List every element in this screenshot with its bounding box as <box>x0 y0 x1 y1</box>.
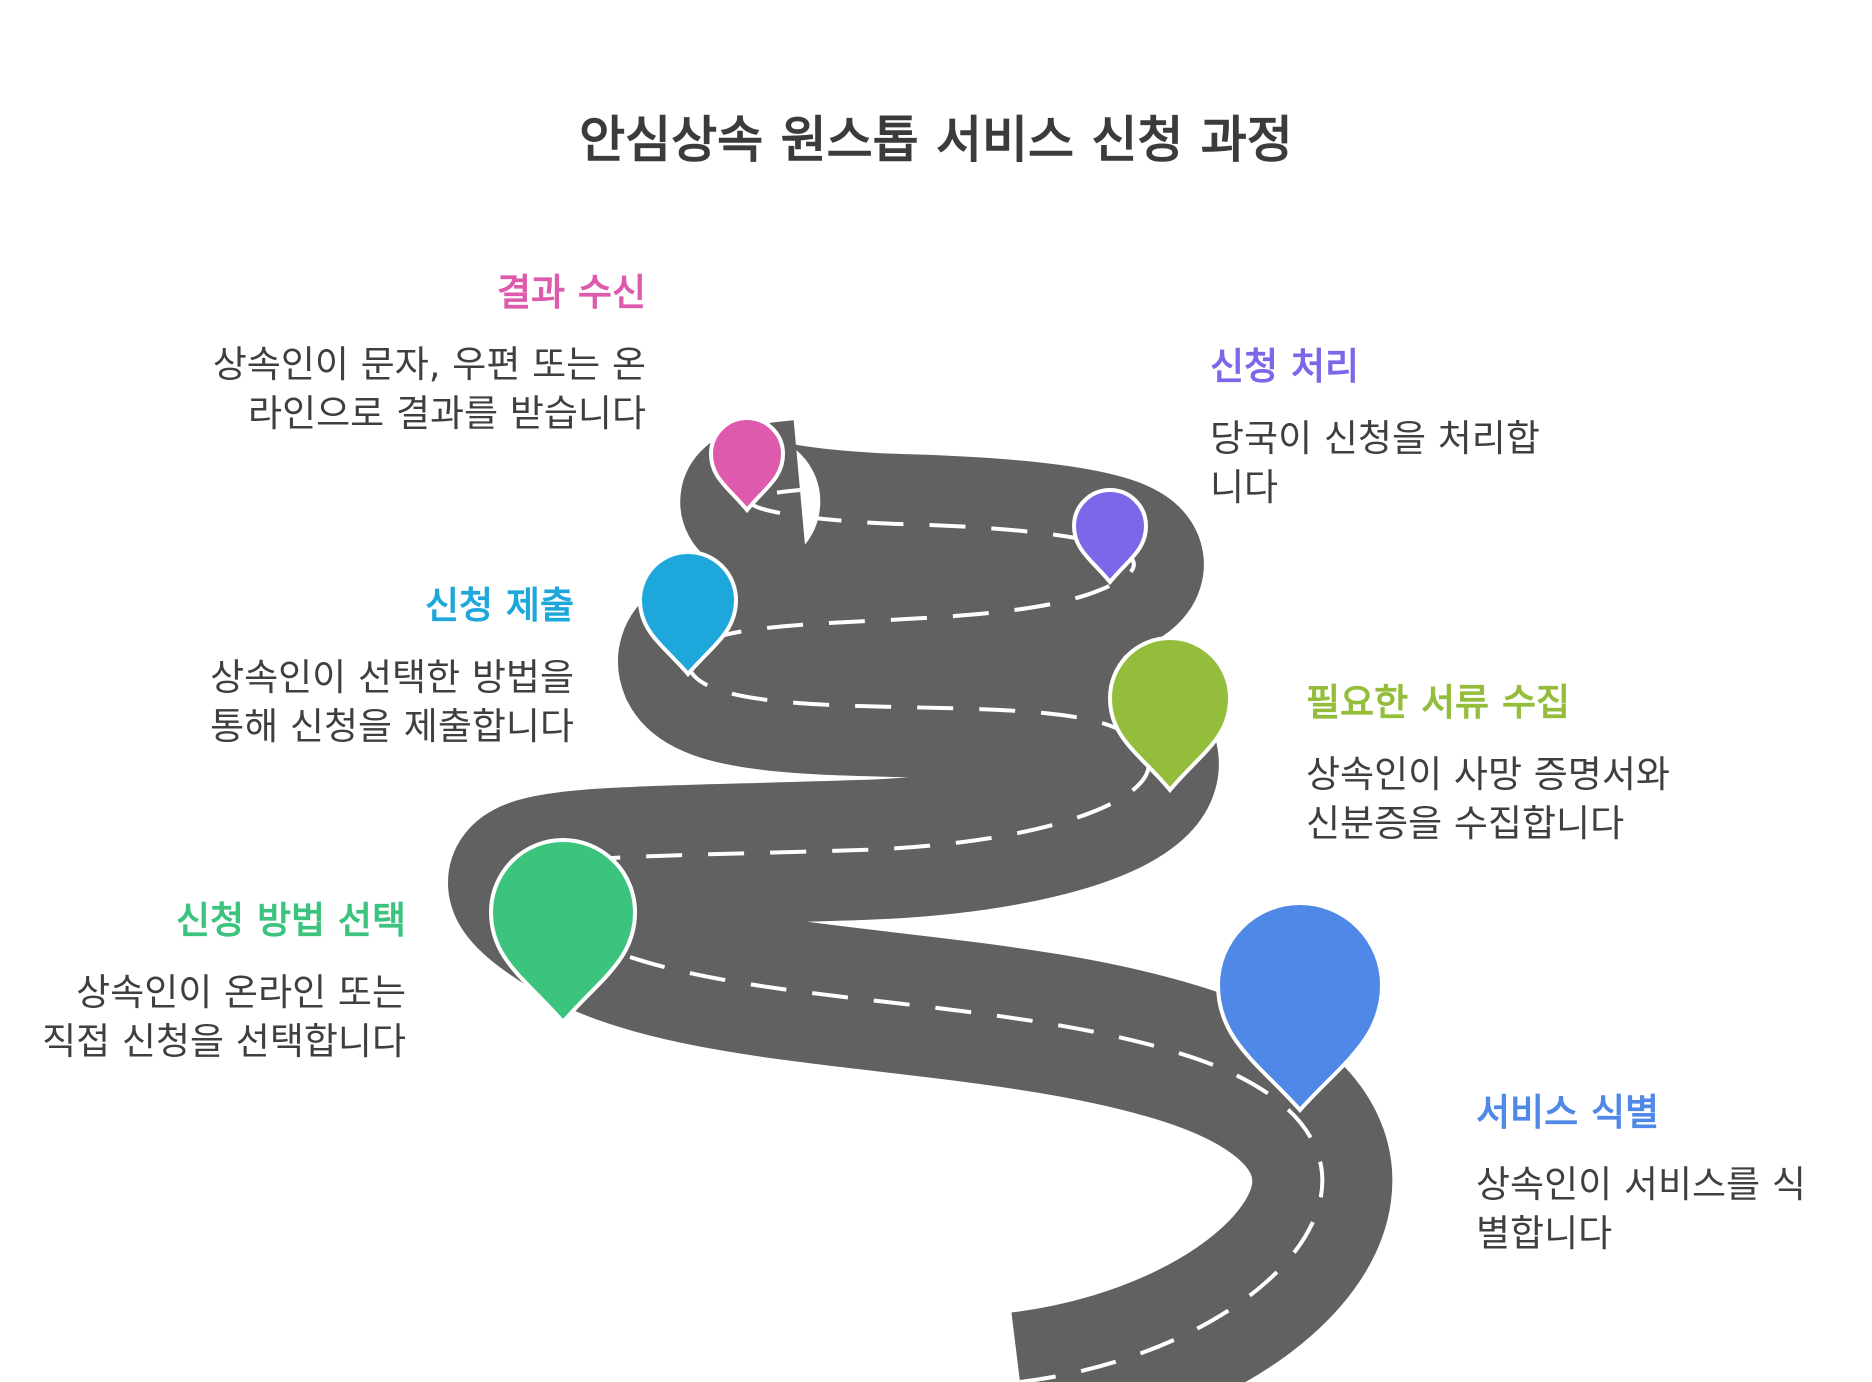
step-collect: 필요한 서류 수집 상속인이 사망 증명서와 신분증을 수집합니다 <box>1306 672 1672 848</box>
step-title: 신청 처리 <box>1210 345 1360 388</box>
step-description: 상속인이 선택한 방법을 통해 신청을 제출합니다 <box>210 656 574 748</box>
step-process: 신청 처리 당국이 신청을 처리합니다 <box>1210 336 1570 512</box>
step-submit: 신청 제출 상속인이 선택한 방법을 통해 신청을 제출합니다 <box>200 575 574 751</box>
step-choose: 신청 방법 선택 상속인이 온라인 또는 직접 신청을 선택합니다 <box>40 890 406 1066</box>
location-pin-icon <box>488 838 638 1026</box>
step-description: 당국이 신청을 처리합니다 <box>1210 417 1540 509</box>
location-pin-icon <box>637 550 739 678</box>
location-pin-icon <box>708 416 786 514</box>
step-title: 신청 방법 선택 <box>175 899 406 942</box>
step-title: 필요한 서류 수집 <box>1306 681 1571 724</box>
step-description: 상속인이 문자, 우편 또는 온라인으로 결과를 받습니다 <box>212 343 646 435</box>
step-identify: 서비스 식별 상속인이 서비스를 식별합니다 <box>1476 1082 1838 1258</box>
diagram-title: 안심상속 원스톱 서비스 신청 과정 <box>579 111 1293 169</box>
step-description: 상속인이 서비스를 식별합니다 <box>1476 1163 1806 1255</box>
step-description: 상속인이 사망 증명서와 신분증을 수집합니다 <box>1306 753 1670 845</box>
step-title: 서비스 식별 <box>1476 1091 1660 1134</box>
road-body <box>448 420 1393 1382</box>
step-title: 결과 수신 <box>496 271 646 314</box>
step-result: 결과 수신 상속인이 문자, 우편 또는 온라인으로 결과를 받습니다 <box>200 262 646 438</box>
location-pin-icon <box>1215 901 1385 1114</box>
step-title: 신청 제출 <box>424 584 574 627</box>
location-pin-icon <box>1107 636 1233 794</box>
location-pin-icon <box>1071 488 1149 586</box>
step-description: 상속인이 온라인 또는 직접 신청을 선택합니다 <box>42 971 406 1063</box>
